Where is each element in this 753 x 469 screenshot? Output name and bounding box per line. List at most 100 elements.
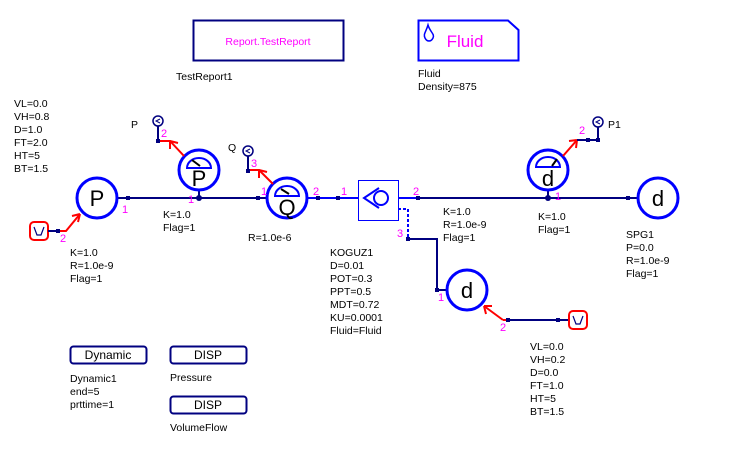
svg-text:P: P [90,186,105,211]
svg-text:HT=5: HT=5 [14,150,40,162]
svg-text:D=1.0: D=1.0 [14,124,42,136]
gauge-p[interactable]: P [177,148,221,192]
svg-text:SPG1: SPG1 [626,229,654,241]
disp-flow-name: VolumeFlow [170,422,228,434]
report-block[interactable]: Report.TestReport [192,19,345,62]
svg-text:KOGUZ1: KOGUZ1 [330,247,373,259]
svg-text:BT=1.5: BT=1.5 [14,163,48,175]
probe-p1[interactable] [592,116,604,128]
fluid-name: Fluid [418,68,441,80]
sink-spg1-params: SPG1 P=0.0 R=1.0e-9 Flag=1 [626,229,670,280]
svg-text:HT=5: HT=5 [530,393,556,405]
probe-p-label: P [131,119,138,131]
probe-p1-label: P1 [608,119,621,131]
fluid-density: Density=875 [418,81,477,93]
svg-text:Fluid=Fluid: Fluid=Fluid [330,325,382,337]
svg-text:3: 3 [397,228,403,240]
svg-text:R=1.0e-9: R=1.0e-9 [626,255,670,267]
source-left-params: VL=0.0 VH=0.8 D=1.0 FT=2.0 HT=5 BT=1.5 [14,98,49,175]
svg-text:1: 1 [438,292,444,304]
svg-text:Flag=1: Flag=1 [538,224,571,236]
svg-text:d: d [542,166,554,191]
pump-lower[interactable]: d [445,268,489,312]
svg-text:K=1.0: K=1.0 [538,211,566,223]
svg-text:Flag=1: Flag=1 [443,232,476,244]
svg-text:KU=0.0001: KU=0.0001 [330,312,383,324]
pump-p[interactable]: P [75,176,119,220]
drop-icon [423,22,435,42]
svg-text:prttime=1: prttime=1 [70,399,114,411]
svg-text:1: 1 [555,191,561,203]
svg-text:P=0.0: P=0.0 [626,242,654,254]
svg-text:K=1.0: K=1.0 [443,206,471,218]
svg-text:d: d [652,186,664,211]
fluid-block[interactable]: Fluid [417,19,520,62]
source-right[interactable] [568,310,588,330]
svg-text:2: 2 [500,322,506,334]
source-left[interactable] [29,221,49,241]
gauge-p1[interactable]: d [526,148,570,192]
svg-text:D=0.01: D=0.01 [330,260,364,272]
source-right-params: VL=0.0 VH=0.2 D=0.0 FT=1.0 HT=5 BT=1.5 [530,341,565,418]
report-name: TestReport1 [176,71,233,83]
disp-pressure-name: Pressure [170,372,212,384]
svg-text:Dynamic: Dynamic [85,348,132,362]
port-label: 1 [122,204,128,216]
gauge-p1-params: K=1.0 Flag=1 [538,211,571,236]
gauge-q-params: R=1.0e-6 [248,232,292,244]
svg-text:2: 2 [413,186,419,198]
junction-node [545,195,551,201]
svg-text:VH=0.2: VH=0.2 [530,354,565,366]
port-label: 2 [60,233,66,245]
disp-flow-block[interactable]: DISP [169,395,248,415]
svg-text:MDT=0.72: MDT=0.72 [330,299,379,311]
svg-text:VH=0.8: VH=0.8 [14,111,49,123]
svg-text:POT=0.3: POT=0.3 [330,273,372,285]
svg-text:Dynamic1: Dynamic1 [70,373,117,385]
svg-text:K=1.0: K=1.0 [163,209,191,221]
svg-text:d: d [461,278,473,303]
sink-spg1[interactable]: d [636,176,680,220]
svg-text:R=1.0e-9: R=1.0e-9 [443,219,487,231]
fluid-block-text: Fluid [447,32,484,51]
svg-text:Q: Q [278,195,295,220]
svg-text:DISP: DISP [194,398,222,412]
svg-text:1: 1 [188,194,194,206]
signal-arrow [60,213,81,232]
svg-text:VL=0.0: VL=0.0 [14,98,48,110]
gauge-q[interactable]: Q [265,176,309,220]
probe-p[interactable] [152,115,164,127]
svg-text:DISP: DISP [194,348,222,362]
svg-text:2: 2 [579,125,585,137]
svg-text:VL=0.0: VL=0.0 [530,341,564,353]
svg-text:PPT=0.5: PPT=0.5 [330,286,371,298]
probe-q-label: Q [228,142,236,154]
svg-text:R=1.0e-9: R=1.0e-9 [70,260,114,272]
svg-text:Flag=1: Flag=1 [70,273,103,285]
svg-text:3: 3 [251,158,257,170]
pipe-main-params: K=1.0 R=1.0e-9 Flag=1 [443,206,487,244]
disp-pressure-block[interactable]: DISP [169,345,248,365]
svg-text:FT=2.0: FT=2.0 [14,137,48,149]
check-valve[interactable] [358,180,399,221]
pump-p-params: K=1.0 R=1.0e-9 Flag=1 [70,247,114,285]
svg-text:FT=1.0: FT=1.0 [530,380,564,392]
dynamic-block[interactable]: Dynamic [69,345,148,365]
probe-q[interactable] [242,145,254,157]
valve-params: KOGUZ1 D=0.01 POT=0.3 PPT=0.5 MDT=0.72 K… [330,247,383,337]
svg-text:D=0.0: D=0.0 [530,367,558,379]
svg-text:P: P [192,166,207,191]
gauge-p-params: K=1.0 Flag=1 [163,209,196,234]
svg-text:2: 2 [161,128,167,140]
report-block-text: Report.TestReport [225,36,310,48]
svg-text:2: 2 [313,186,319,198]
svg-text:1: 1 [261,186,267,198]
junction-node [196,195,202,201]
svg-text:Flag=1: Flag=1 [626,268,659,280]
svg-text:end=5: end=5 [70,386,100,398]
svg-text:K=1.0: K=1.0 [70,247,98,259]
svg-text:Flag=1: Flag=1 [163,222,196,234]
control-line [398,208,409,239]
dynamic-params: Dynamic1 end=5 prttime=1 [70,373,117,411]
